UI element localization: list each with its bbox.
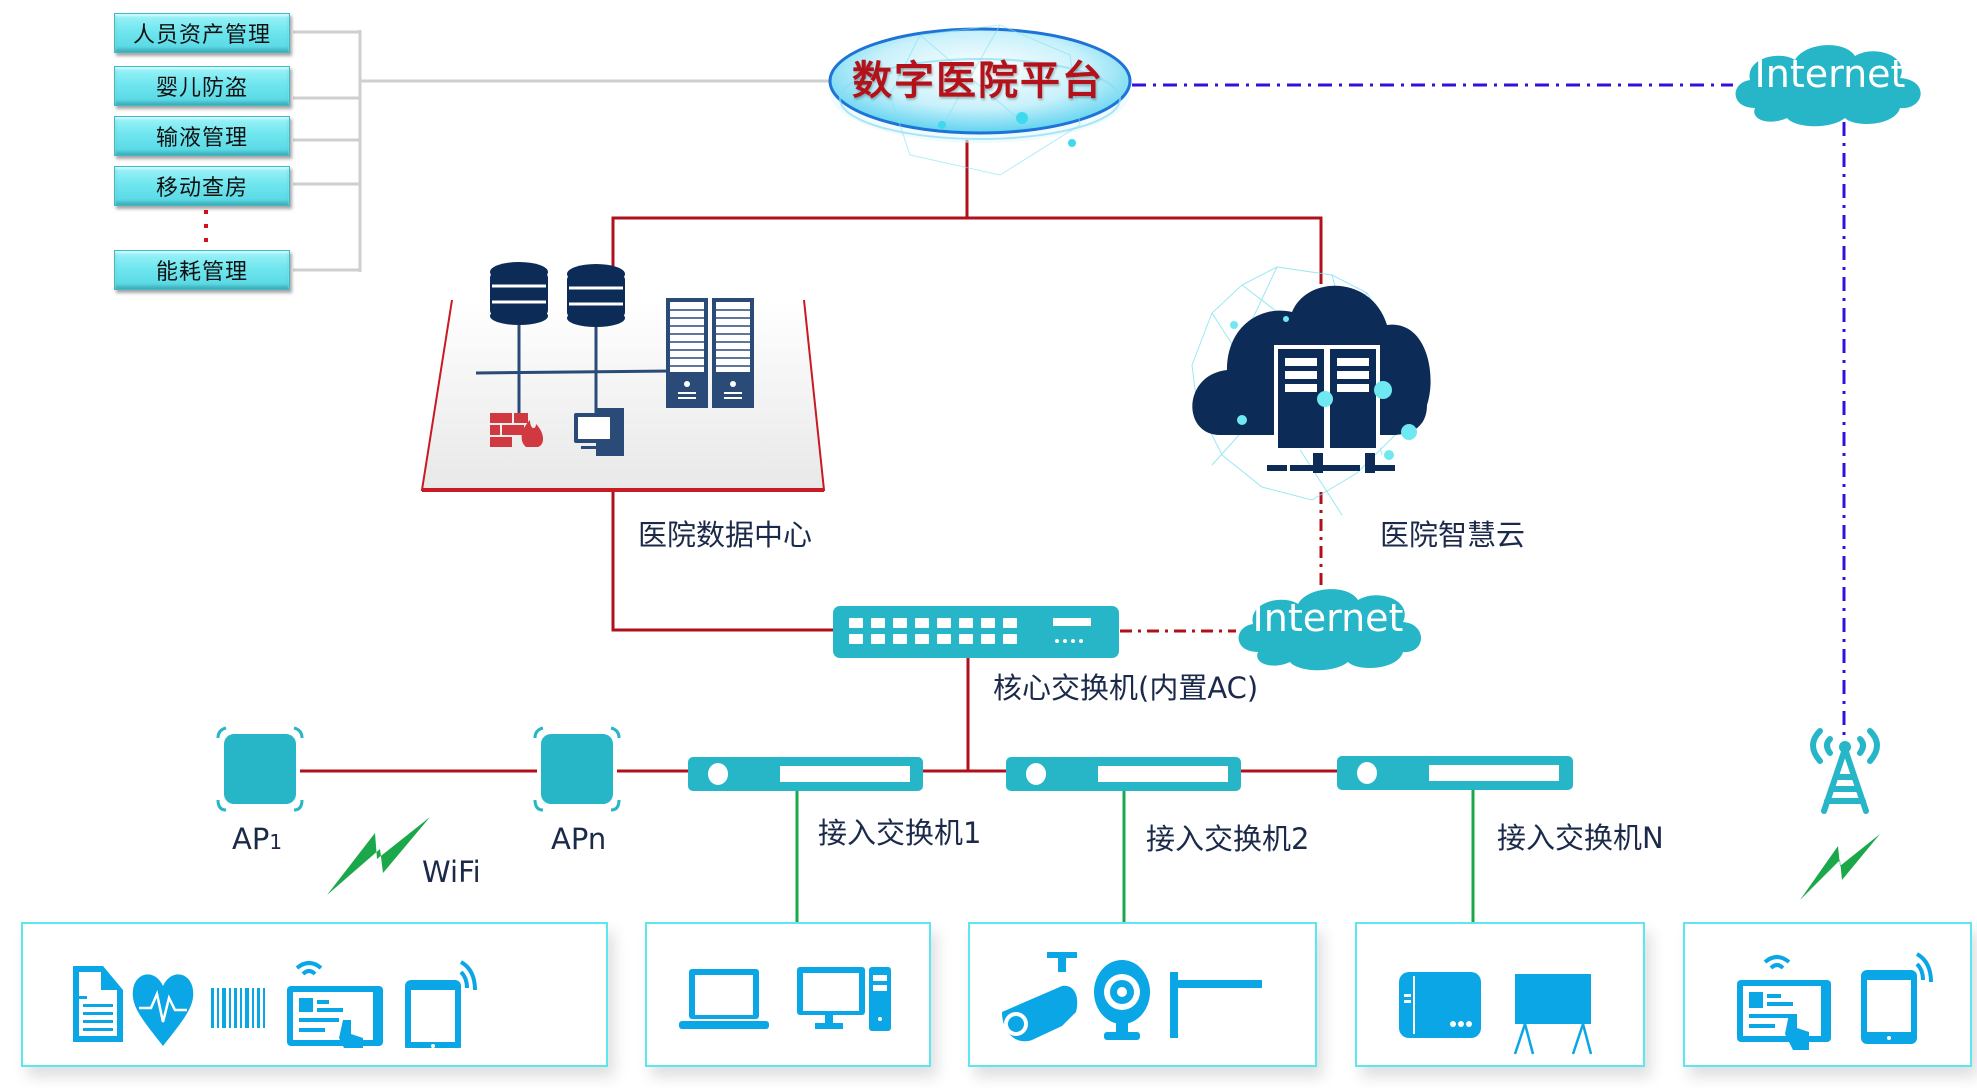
internet-cloud-icon — [1735, 45, 1921, 127]
ap-subscript: 1 — [269, 830, 283, 854]
computer-icon — [574, 408, 624, 456]
firewall-icon — [490, 413, 544, 447]
device-icons — [679, 967, 891, 1031]
access-switch-1-icon[interactable] — [688, 757, 923, 791]
access-point-1-label: AP1 — [232, 822, 282, 856]
device-group-switch2 — [968, 922, 1317, 1067]
database-icon — [567, 264, 625, 327]
document-icon — [73, 966, 123, 1042]
cctv-camera-icon — [1002, 952, 1078, 1042]
ap-label: AP — [232, 822, 270, 856]
module-bracket — [293, 30, 835, 272]
module-label: 移动查房 — [155, 176, 248, 201]
device-group-wifi — [21, 922, 608, 1067]
wireless-signal-icon — [1800, 834, 1880, 900]
database-icon — [490, 262, 548, 325]
smart-cloud-label: 医院智慧云 — [1380, 518, 1526, 552]
module-label: 输液管理 — [155, 126, 248, 151]
cell-tower-icon[interactable] — [1800, 725, 1890, 817]
access-switch-2-label: 接入交换机2 — [1146, 822, 1310, 856]
data-center-icon[interactable] — [418, 250, 838, 500]
access-point-n-label: APn — [551, 822, 607, 856]
module-personnel-asset[interactable]: 人员资产管理 — [114, 13, 290, 53]
laptop-icon — [679, 969, 769, 1029]
wireless-signal-icon — [327, 817, 430, 895]
server-rack-icon — [666, 298, 754, 408]
webcam-icon — [1094, 960, 1150, 1040]
internet-links-red — [1120, 492, 1323, 633]
access-point-1-icon[interactable] — [216, 726, 304, 812]
access-terminal-icon — [1399, 972, 1481, 1038]
wifi-label: WiFi — [422, 855, 481, 889]
access-switch-n-icon[interactable] — [1337, 756, 1573, 790]
desktop-computer-icon — [797, 967, 891, 1031]
platform-title[interactable]: 数字医院平台 — [852, 58, 1104, 104]
mobile-phone-icon — [1861, 952, 1933, 1044]
device-group-switchN — [1355, 922, 1645, 1067]
barcode-icon — [211, 988, 265, 1028]
module-energy[interactable]: 能耗管理 — [114, 250, 290, 290]
module-label: 能耗管理 — [155, 260, 248, 285]
platform-disc-icon — [828, 24, 1132, 176]
heart-rate-icon — [132, 974, 194, 1046]
device-icons — [1737, 952, 1933, 1050]
module-label: 人员资产管理 — [132, 23, 271, 48]
device-icons — [1399, 972, 1593, 1055]
tablet-touch-icon — [287, 961, 383, 1048]
access-switch-n-label: 接入交换机N — [1497, 821, 1664, 855]
module-label: 婴儿防盗 — [155, 76, 248, 101]
access-switch-1-label: 接入交换机1 — [818, 816, 982, 850]
access-point-n-icon[interactable] — [533, 726, 621, 812]
mobile-phone-icon — [405, 960, 477, 1048]
barrier-gate-icon — [1170, 972, 1262, 1038]
internet-mid-label[interactable]: Internet — [1252, 596, 1404, 640]
smart-cloud-icon[interactable] — [1182, 255, 1452, 520]
access-switch-2-icon[interactable] — [1006, 757, 1241, 791]
module-mobile-rounds[interactable]: 移动查房 — [114, 166, 290, 206]
module-infusion[interactable]: 输液管理 — [114, 116, 290, 156]
core-switch-icon[interactable] — [833, 606, 1119, 658]
backbone-links — [300, 140, 1338, 773]
device-icons — [73, 960, 477, 1048]
data-center-label: 医院数据中心 — [638, 518, 813, 552]
internet-top-label[interactable]: Internet — [1754, 52, 1906, 96]
core-switch-label: 核心交换机(内置AC) — [993, 671, 1259, 705]
device-group-switch1 — [645, 922, 931, 1067]
module-infant-security[interactable]: 婴儿防盗 — [114, 66, 290, 106]
internet-links-blue — [1132, 83, 1846, 745]
module-ellipsis — [204, 210, 208, 242]
tablet-touch-icon — [1737, 955, 1831, 1050]
display-board-icon — [1513, 974, 1593, 1055]
internet-cloud-icon — [1238, 589, 1422, 671]
device-links — [795, 790, 1475, 928]
device-icons — [1002, 952, 1262, 1042]
device-group-cellular — [1683, 922, 1972, 1067]
